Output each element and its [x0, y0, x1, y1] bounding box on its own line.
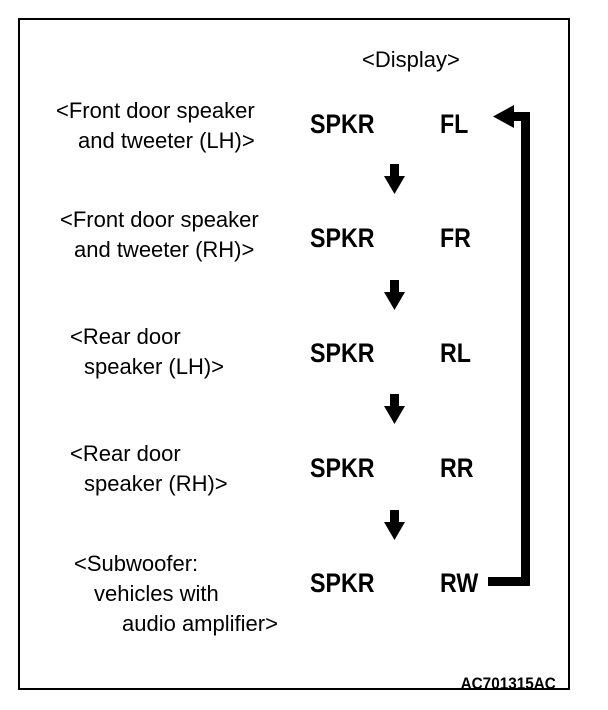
item-2-label-line-2: and tweeter (RH)>	[74, 237, 255, 262]
item-4-display-channel: RR	[440, 453, 474, 483]
item-4-label-line-1: <Rear door	[70, 441, 181, 466]
item-5-display-channel: RW	[440, 568, 479, 598]
item-1-label-line-1: <Front door speaker	[56, 98, 255, 123]
down-arrow-icon	[384, 394, 405, 424]
item-5-label-line-2: vehicles with	[94, 581, 219, 606]
item-1-display-channel: FL	[440, 109, 469, 139]
item-5-label-line-1: <Subwoofer:	[74, 551, 199, 576]
item-3-display-spkr: SPKR	[310, 338, 375, 368]
return-loop-arrow-icon	[488, 105, 530, 586]
item-5-display-spkr: SPKR	[310, 568, 375, 598]
item-3-label-line-2: speaker (LH)>	[84, 354, 225, 379]
item-1-label-line-2: and tweeter (LH)>	[78, 128, 255, 153]
figure-id: AC701315AC	[460, 674, 556, 693]
down-arrow-icon	[384, 164, 405, 194]
item-2-display-channel: FR	[440, 223, 471, 253]
item-4-label-line-2: speaker (RH)>	[84, 471, 228, 496]
item-5-label-line-3: audio amplifier>	[122, 611, 278, 636]
item-2-label-line-1: <Front door speaker	[60, 207, 259, 232]
item-3-label-line-1: <Rear door	[70, 324, 181, 349]
diagram-frame	[18, 18, 570, 690]
item-3-display-channel: RL	[440, 338, 471, 368]
item-2-display-spkr: SPKR	[310, 223, 375, 253]
item-4-display-spkr: SPKR	[310, 453, 375, 483]
down-arrow-icon	[384, 510, 405, 540]
display-header: <Display>	[362, 47, 460, 72]
item-1-display-spkr: SPKR	[310, 109, 375, 139]
down-arrow-icon	[384, 280, 405, 310]
